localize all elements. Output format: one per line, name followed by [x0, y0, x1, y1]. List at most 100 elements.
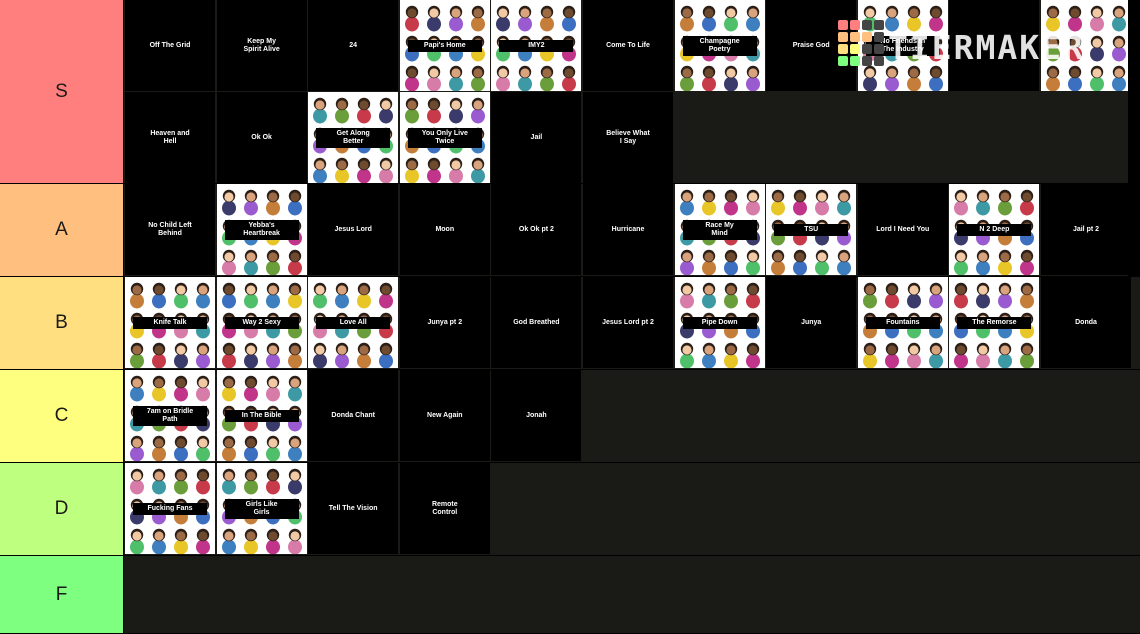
tier-item[interactable]: IMY2: [491, 0, 582, 91]
tier-item-title: Jesus Lord pt 2: [602, 318, 654, 326]
tier-item[interactable]: Papi's Home: [399, 0, 490, 91]
tier-item[interactable]: Remote Control: [399, 463, 490, 554]
tier-item[interactable]: New Again: [399, 370, 490, 461]
tier-item[interactable]: Praise God: [766, 0, 857, 91]
tier-item[interactable]: God Breathed: [491, 277, 582, 368]
tier-item[interactable]: In The Bible: [216, 370, 307, 461]
tier-label-f[interactable]: F: [0, 556, 124, 633]
tier-item[interactable]: Tell The Vision: [308, 463, 399, 554]
tier-item-title: Jail pt 2: [1072, 225, 1100, 233]
tier-item-title: Champagne Poetry: [682, 35, 757, 56]
tier-item[interactable]: Moon: [399, 184, 490, 275]
tier-item-title: Get Along Better: [316, 127, 391, 148]
tier-item-title: Girls Like Girls: [224, 498, 299, 519]
tier-item[interactable]: Off The Grid: [125, 0, 215, 91]
tier-label-s[interactable]: S: [0, 0, 124, 183]
tier-item-title: Way 2 Sexy: [224, 316, 299, 329]
tier-items-s: Off The Grid Keep My Spirit Alive 24 Papi's…: [125, 0, 1131, 183]
row-overflow-strip: [1128, 184, 1140, 277]
tier-item-title: Junya pt 2: [427, 318, 463, 326]
tier-item[interactable]: Lord I Need You: [857, 184, 948, 275]
tier-item-title: N 2 Deep: [957, 223, 1032, 236]
tier-items-c: 7am on Bridle Path In The Bible Donda Chan…: [125, 370, 1128, 462]
tier-item-title: Come To Life: [606, 41, 650, 49]
tier-row-s: S Off The Grid Keep My Spirit Alive 24 Papi'…: [0, 0, 1140, 184]
album-art-figures-icon: [1046, 5, 1126, 91]
tier-item[interactable]: Fucking Fans: [125, 463, 215, 554]
tier-item-title: God Breathed: [513, 318, 560, 326]
tier-item[interactable]: Pipe Down: [674, 277, 765, 368]
tier-item[interactable]: Knife Talk: [125, 277, 215, 368]
tier-item[interactable]: Jail: [491, 92, 582, 183]
tier-item[interactable]: Champagne Poetry: [674, 0, 765, 91]
tier-item[interactable]: Way 2 Sexy: [216, 277, 307, 368]
tier-item[interactable]: Love All: [308, 277, 399, 368]
tier-item-title: Fountains: [865, 316, 940, 329]
tier-item[interactable]: Believe What I Say: [583, 92, 673, 183]
tier-item-title: Donda Chant: [331, 411, 375, 419]
tier-item-title: In The Bible: [224, 409, 299, 422]
tier-item[interactable]: Get Along Better: [308, 92, 399, 183]
tier-item[interactable]: Ok Ok pt 2: [491, 184, 582, 275]
tier-label-d[interactable]: D: [0, 463, 124, 555]
tier-item-title: Ok Ok pt 2: [518, 225, 554, 233]
tier-items-d: Fucking Fans Girls Like Girls Tell The Vis…: [125, 463, 1128, 555]
tier-item-title: Donda: [1075, 318, 1097, 326]
tier-item-title: No Child Left Behind: [148, 221, 192, 237]
tier-item-title: Papi's Home: [407, 39, 482, 52]
tier-item[interactable]: Hurricane: [583, 184, 673, 275]
tier-item[interactable]: [949, 0, 1040, 91]
tier-item[interactable]: Donda: [1041, 277, 1131, 368]
tier-item-title: Ok Ok: [251, 133, 272, 141]
tier-item-title: The Remorse: [957, 316, 1032, 329]
tier-item-title: Moon: [435, 225, 455, 233]
tier-item[interactable]: 24: [308, 0, 399, 91]
tier-label-a[interactable]: A: [0, 184, 124, 276]
tier-item[interactable]: Heaven and Hell: [125, 92, 215, 183]
tier-item-title: 7am on Bridle Path: [133, 405, 207, 426]
tier-item-title: 24: [349, 41, 358, 49]
tier-item[interactable]: [1041, 0, 1131, 91]
row-overflow-strip: [1128, 0, 1140, 184]
tier-item[interactable]: Donda Chant: [308, 370, 399, 461]
tier-item[interactable]: 7am on Bridle Path: [125, 370, 215, 461]
tier-item-title: You Only Live Twice: [407, 127, 482, 148]
tier-label-c[interactable]: C: [0, 370, 124, 462]
tier-item-title: TSU: [774, 223, 849, 236]
tier-item[interactable]: Fountains: [857, 277, 948, 368]
tier-item[interactable]: Girls Like Girls: [216, 463, 307, 554]
tier-item[interactable]: TSU: [766, 184, 857, 275]
tier-item-title: Praise God: [792, 41, 830, 49]
tier-item[interactable]: N 2 Deep: [949, 184, 1040, 275]
tier-item[interactable]: The Remorse: [949, 277, 1040, 368]
tier-item-title: IMY2: [499, 39, 574, 52]
tier-item[interactable]: Ok Ok: [216, 92, 307, 183]
tier-item-title: Heaven and Hell: [150, 129, 190, 145]
tier-item[interactable]: Keep My Spirit Alive: [216, 0, 307, 91]
tier-item-title: Remote Control: [431, 500, 458, 516]
tier-item[interactable]: Junya: [766, 277, 857, 368]
tier-item[interactable]: Jesus Lord pt 2: [583, 277, 673, 368]
tier-item[interactable]: Come To Life: [583, 0, 673, 91]
tier-item[interactable]: Junya pt 2: [399, 277, 490, 368]
tier-item-title: Lord I Need You: [876, 225, 930, 233]
tier-item[interactable]: No Friends In The Industry: [857, 0, 948, 91]
tier-item[interactable]: Jesus Lord: [308, 184, 399, 275]
tier-item-title: Off The Grid: [149, 41, 191, 49]
tier-item-title: Pipe Down: [682, 316, 757, 329]
tier-item-title: Junya: [801, 318, 822, 326]
tier-label-b[interactable]: B: [0, 277, 124, 369]
tier-item[interactable]: No Child Left Behind: [125, 184, 215, 275]
tier-row-f: F: [0, 556, 1140, 634]
tier-item[interactable]: You Only Live Twice: [399, 92, 490, 183]
tier-item-title: Tell The Vision: [328, 504, 378, 512]
tier-item-title: Jonah: [526, 411, 547, 419]
tier-item-title: Keep My Spirit Alive: [243, 37, 280, 53]
tier-item[interactable]: Jail pt 2: [1041, 184, 1131, 275]
tier-item[interactable]: Yebba's Heartbreak: [216, 184, 307, 275]
tier-item[interactable]: Jonah: [491, 370, 582, 461]
tier-item[interactable]: Race My Mind: [674, 184, 765, 275]
